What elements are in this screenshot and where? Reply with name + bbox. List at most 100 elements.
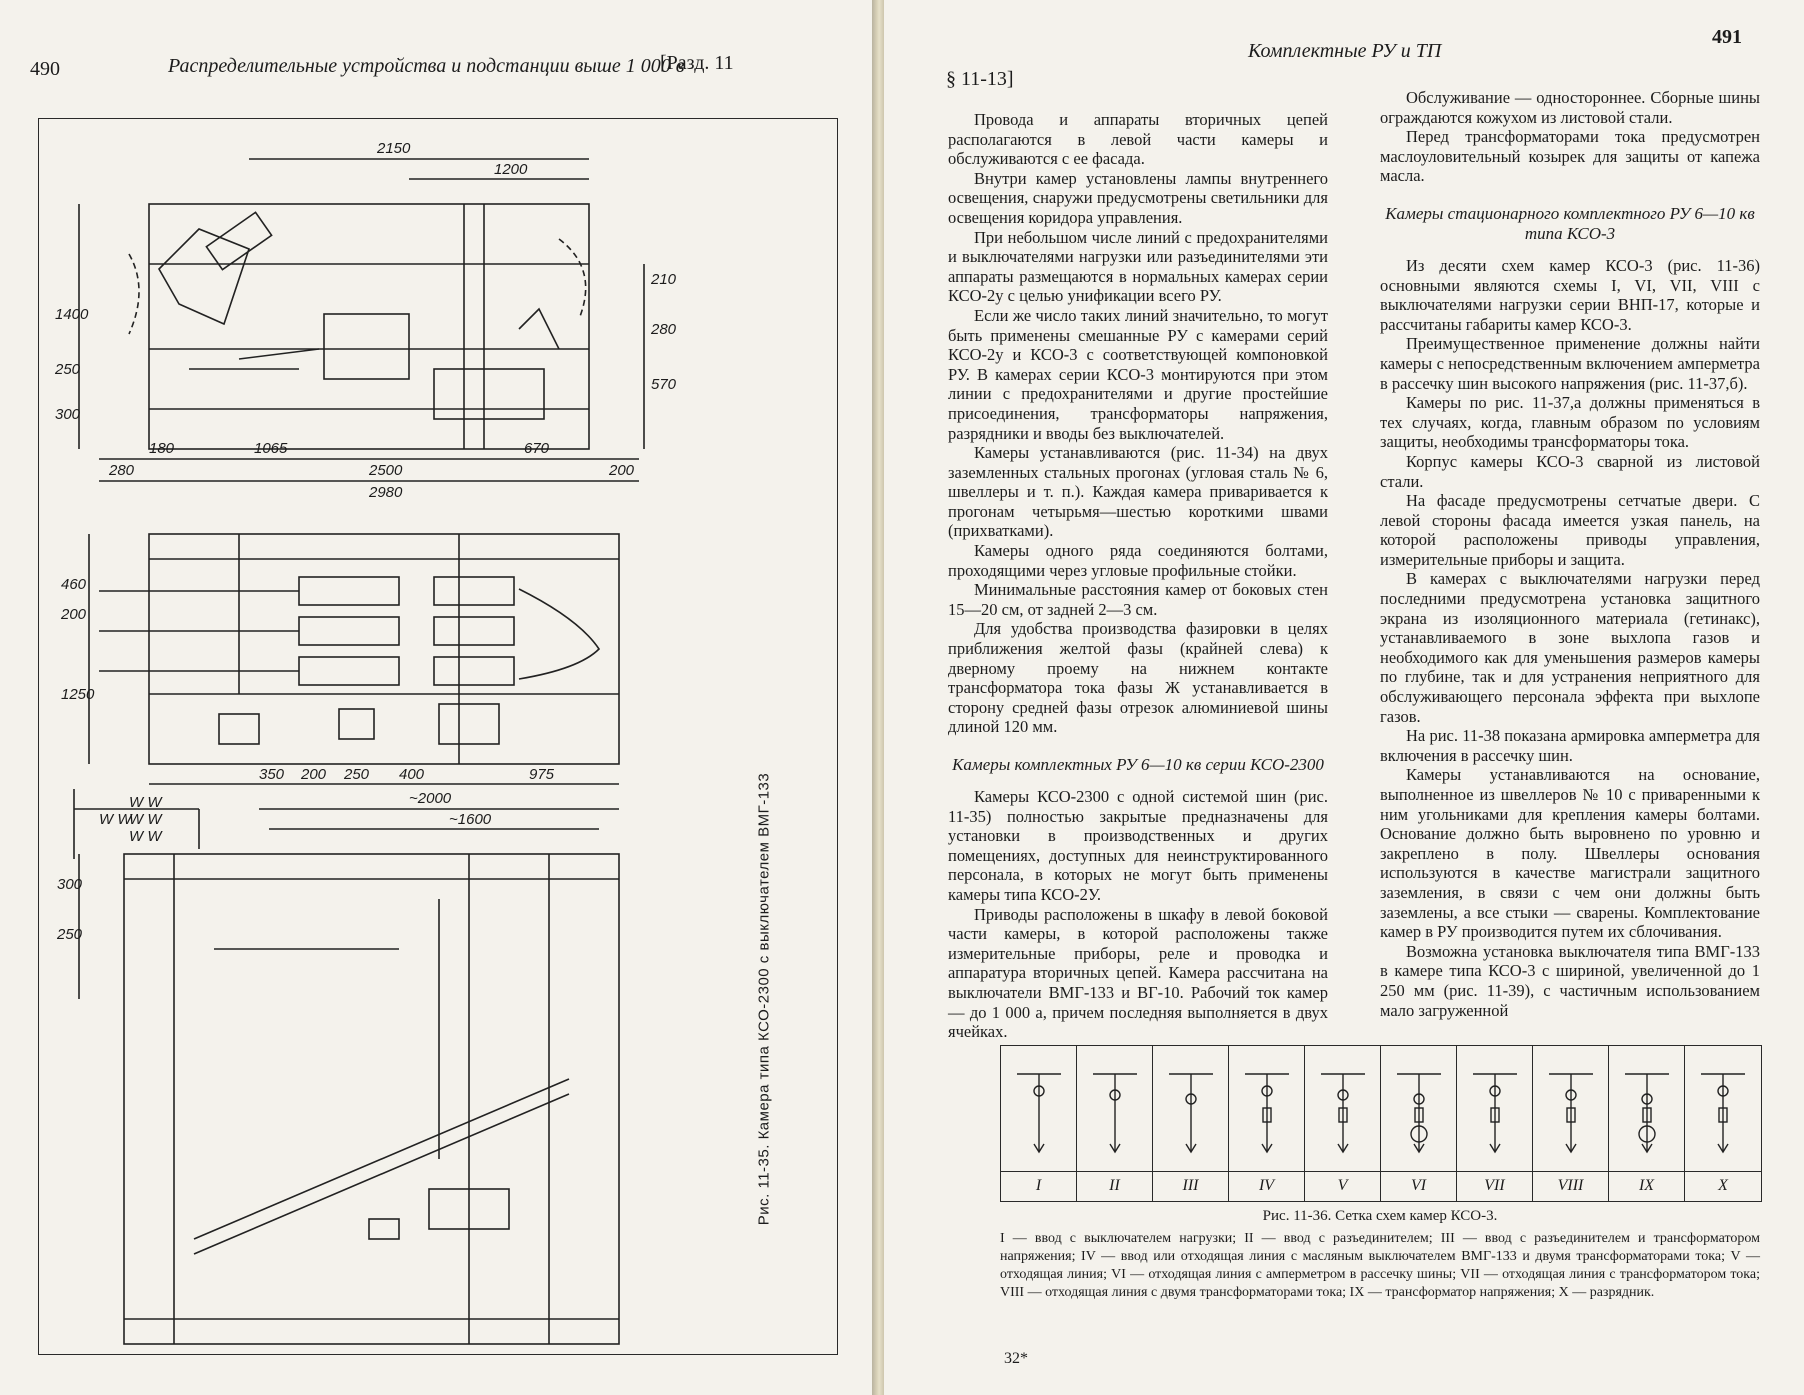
- dim-250: 250: [54, 361, 81, 378]
- dim-2500: 2500: [368, 462, 403, 479]
- dim-1065: 1065: [254, 440, 288, 457]
- dim-200-plan-b: 200: [300, 766, 327, 783]
- figure-11-35-caption: Рис. 11-35. Камера типа КСО-2300 с выклю…: [755, 772, 773, 1226]
- switch-label-1: W W: [129, 794, 163, 811]
- scheme-cell-9: IX: [1609, 1046, 1685, 1201]
- paragraph: Если же число таких линий значительно, т…: [948, 305, 1328, 443]
- scheme-label-10: X: [1718, 1177, 1728, 1194]
- dim-300: 300: [55, 406, 81, 423]
- scheme-cell-7: VII: [1457, 1046, 1533, 1201]
- dim-670: 670: [524, 440, 550, 457]
- switch-label-2: W W: [129, 811, 163, 828]
- scheme-symbol-2: [1093, 1073, 1137, 1154]
- scheme-symbol-3: [1169, 1073, 1213, 1154]
- plan-outline: [148, 533, 620, 765]
- scheme-label-8: VIII: [1557, 1177, 1584, 1194]
- scheme-cell-3: III: [1153, 1046, 1229, 1201]
- dim-2980: 2980: [368, 484, 403, 501]
- right-page: [884, 0, 1804, 1395]
- section-heading-kso-2300: Камеры комплектных РУ 6—10 кв серии КСО-…: [952, 755, 1324, 774]
- paragraph: Камеры устанавливаются на основание, вып…: [1380, 765, 1760, 942]
- scheme-label-1: I: [1035, 1177, 1042, 1194]
- scheme-label-5: V: [1337, 1177, 1348, 1194]
- left-section-ref: [Разд. 11: [660, 52, 734, 74]
- paragraph: На рис. 11-38 показана армировка амперме…: [1380, 726, 1760, 765]
- figure-11-36-legend: I — ввод с выключателем нагрузки; II — в…: [1000, 1231, 1760, 1300]
- dim-250-low: 250: [56, 926, 83, 943]
- breaker-tank: [323, 313, 410, 380]
- scheme-symbol-1: [1017, 1073, 1061, 1154]
- dim-210: 210: [650, 271, 677, 288]
- paragraph: Для удобства производства фазировки в це…: [948, 619, 1328, 737]
- switch-label-4: W W: [129, 828, 163, 845]
- paragraph: Внутри камер установлены лампы внутренне…: [948, 168, 1328, 227]
- paragraph: Из десяти схем камер КСО-3 (рис. 11-36) …: [1380, 255, 1760, 334]
- section-outline: [148, 203, 590, 450]
- left-page: [0, 0, 872, 1395]
- dim-1400: 1400: [55, 306, 89, 323]
- dim-200-plan: 200: [60, 606, 87, 623]
- pole-row-3: [99, 656, 515, 686]
- scheme-cell-5: V: [1305, 1046, 1381, 1201]
- scheme-cell-6: VI: [1381, 1046, 1457, 1201]
- figure-11-36-caption: Рис. 11-36. Сетка схем камер КСО-3.: [1262, 1208, 1498, 1224]
- book-gutter: [872, 0, 884, 1395]
- scheme-cell-4: IV: [1229, 1046, 1305, 1201]
- figure-11-35-frame: 2150 1200 1400 250 300 210 280 570 180 1…: [38, 118, 838, 1355]
- scheme-label-2: II: [1109, 1177, 1120, 1194]
- dim-200: 200: [608, 462, 635, 479]
- scheme-label-3: III: [1182, 1177, 1199, 1194]
- current-transformer: [433, 368, 545, 420]
- paragraph: Провода и аппараты вторичных цепей распо…: [948, 110, 1328, 169]
- pole-row-1: [99, 576, 515, 606]
- dim-1250: 1250: [61, 686, 95, 703]
- dim-2150: 2150: [376, 140, 411, 157]
- scheme-cell-10: X: [1685, 1046, 1761, 1201]
- dim-180: 180: [149, 440, 175, 457]
- dim-350: 350: [259, 766, 285, 783]
- switch-label-3: W W: [99, 811, 133, 828]
- paragraph: Возможна установка выключателя типа ВМГ-…: [1380, 941, 1760, 1020]
- dim-280: 280: [650, 321, 677, 338]
- right-section-ref: § 11-13]: [946, 68, 1014, 90]
- right-running-head: Комплектные РУ и ТП: [1248, 40, 1442, 62]
- dim-570: 570: [651, 376, 677, 393]
- scheme-symbol-8: [1549, 1073, 1593, 1154]
- lower-elevation-outline: [123, 853, 620, 1345]
- dim-460: 460: [61, 576, 87, 593]
- scheme-symbol-5: [1321, 1073, 1365, 1154]
- section-heading-kso-3: Камеры стационарного комплектного РУ 6—1…: [1385, 203, 1755, 243]
- dim-2000: ~2000: [409, 790, 452, 807]
- left-running-head: Распределительные устройства и подстанци…: [168, 55, 685, 77]
- paragraph: В камерах с выключателями нагрузки перед…: [1380, 569, 1760, 726]
- scheme-cell-8: VIII: [1533, 1046, 1609, 1201]
- scheme-label-4: IV: [1258, 1177, 1275, 1194]
- paragraph: Камеры по рис. 11-37,а должны применятьс…: [1380, 393, 1760, 452]
- paragraph: Камеры устанавливаются (рис. 11-34) на д…: [948, 443, 1328, 541]
- left-page-number: 490: [30, 58, 60, 80]
- dim-975: 975: [529, 766, 555, 783]
- signature-mark: 32*: [1004, 1350, 1028, 1367]
- dimension-labels: 2150 1200 1400 250 300 210 280 570 180 1…: [54, 140, 677, 943]
- paragraph: Приводы расположены в шкафу в левой боко…: [948, 904, 1328, 1042]
- scheme-cell-2: II: [1077, 1046, 1153, 1201]
- scheme-symbol-4: [1245, 1073, 1289, 1154]
- scheme-label-9: IX: [1638, 1177, 1655, 1194]
- scheme-label-6: VI: [1410, 1177, 1427, 1194]
- paragraph: Камеры КСО-2300 с одной системой шин (ри…: [948, 787, 1328, 904]
- scheme-label-7: VII: [1484, 1177, 1505, 1194]
- paragraph: На фасаде предусмотрены сетчатые двери. …: [1380, 491, 1760, 569]
- scheme-symbol-6: [1397, 1073, 1441, 1154]
- scheme-cell-1: I: [1001, 1046, 1077, 1201]
- pole-row-2: [99, 616, 515, 646]
- scheme-symbol-7: [1473, 1073, 1517, 1154]
- dim-1200: 1200: [494, 161, 528, 178]
- dim-250-plan: 250: [343, 766, 370, 783]
- paragraph: Перед трансформаторами тока предусмотрен…: [1380, 127, 1760, 186]
- dim-300-low: 300: [57, 876, 83, 893]
- paragraph: Обслуживание — одностороннее. Сборные ши…: [1380, 88, 1760, 127]
- ksо-2300-drawing: 2150 1200 1400 250 300 210 280 570 180 1…: [54, 140, 677, 1345]
- scheme-symbol-10: [1701, 1073, 1745, 1154]
- paragraph: Преимущественное применение должны найти…: [1380, 334, 1760, 393]
